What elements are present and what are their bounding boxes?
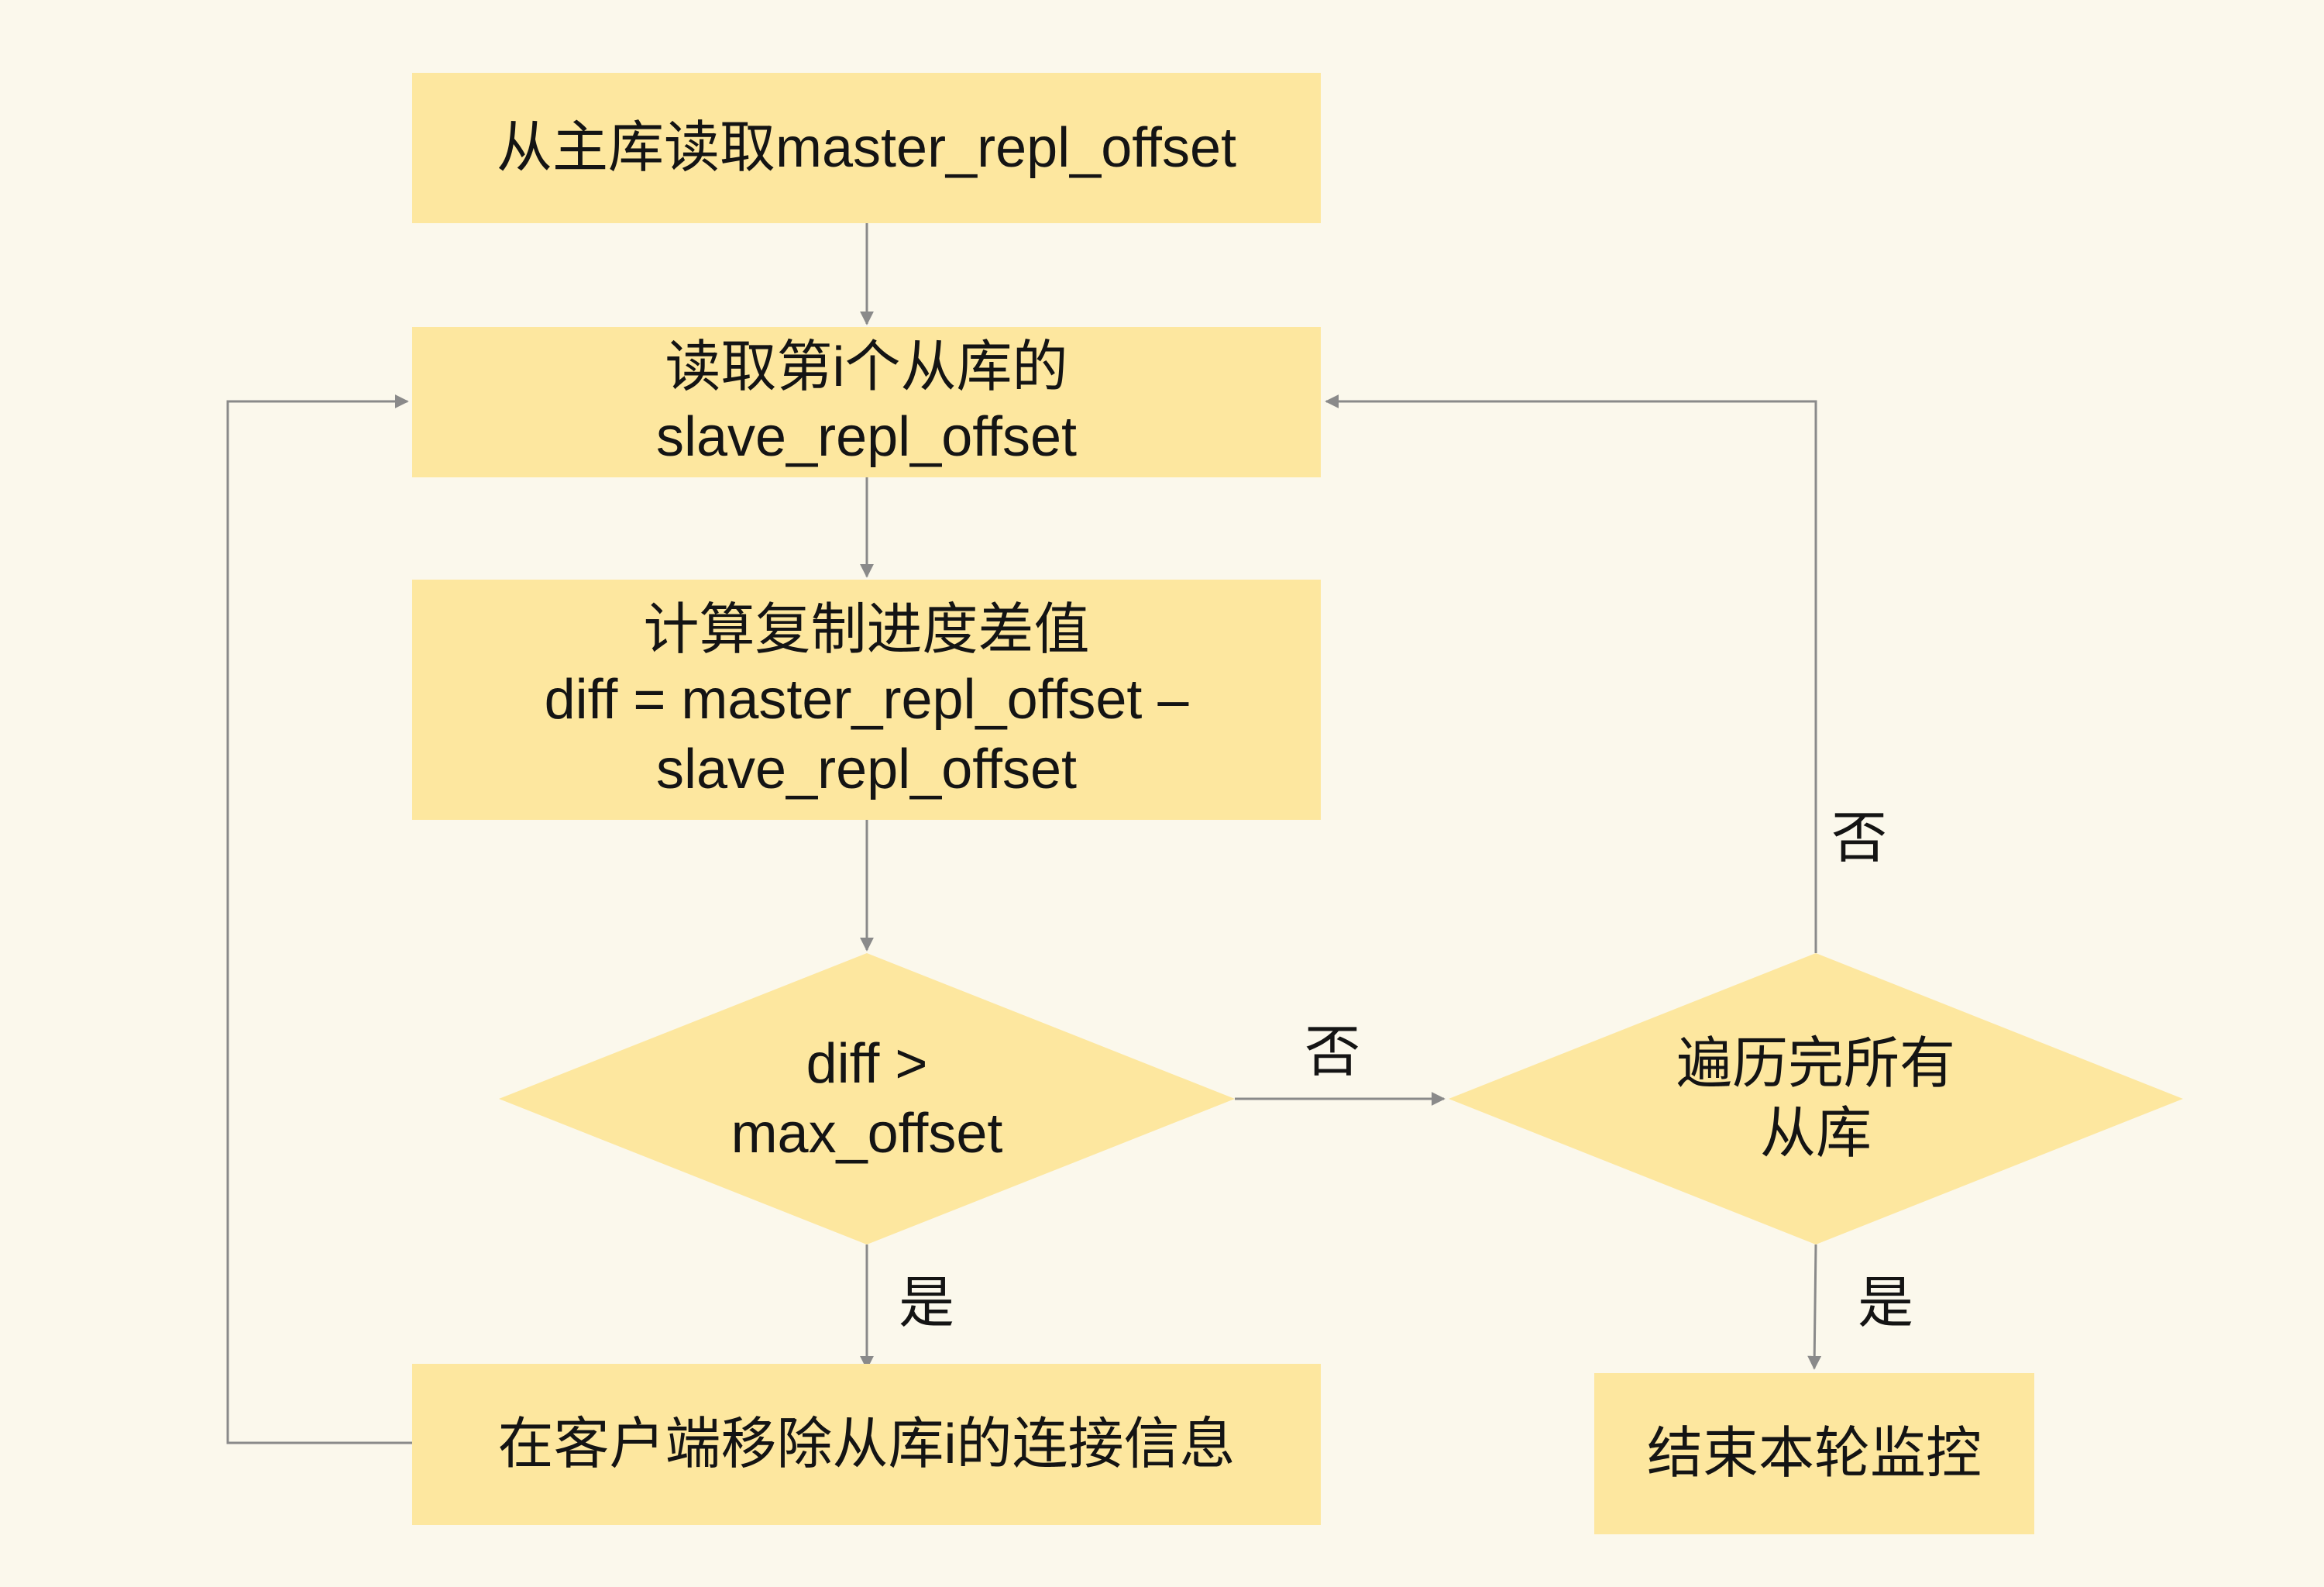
node-check-diff-line-1: diff >: [806, 1033, 928, 1095]
node-remove-slave: 在客户端移除从库i的连接信息: [412, 1364, 1321, 1525]
node-compute-diff: 计算复制进度差值 diff = master_repl_offset – sla…: [412, 580, 1321, 820]
node-check-all-line-2: 从库: [1759, 1103, 1872, 1165]
decision-diamond-diff: [499, 953, 1235, 1244]
edge-label-all-yes: 是: [1858, 1272, 1914, 1334]
arrow-remove-loop-back: [226, 394, 412, 1444]
node-compute-diff-line-3: slave_repl_offset: [655, 738, 1078, 800]
node-check-diff: diff > max_offset: [634, 998, 1099, 1200]
node-end-round-line-1: 结束本轮监控: [1646, 1423, 1982, 1485]
node-end-round: 结束本轮监控: [1594, 1373, 2034, 1534]
node-check-diff-line-2: max_offset: [731, 1103, 1003, 1165]
edge-label-diff-yes: 是: [899, 1272, 955, 1334]
arrow-check-all-no-loop-back: [1325, 394, 1817, 953]
node-compute-diff-line-1: 计算复制进度差值: [643, 599, 1090, 661]
node-read-slave: 读取第i个从库的 slave_repl_offset: [412, 327, 1321, 477]
node-read-master-line-1: 从主库读取master_repl_offset: [497, 117, 1236, 179]
node-compute-diff-line-2: diff = master_repl_offset –: [544, 669, 1189, 731]
arrow-check-all-yes-to-end: [1807, 1244, 1822, 1370]
node-read-master: 从主库读取master_repl_offset: [412, 73, 1321, 223]
edge-label-diff-no: 否: [1305, 1021, 1361, 1083]
node-check-all: 遍历完所有 从库: [1583, 998, 2048, 1200]
decision-diamond-all: [1449, 953, 2183, 1244]
edge-label-all-no: 否: [1831, 807, 1888, 869]
node-read-slave-line-1: 读取第i个从库的: [665, 336, 1068, 398]
node-remove-slave-line-1: 在客户端移除从库i的连接信息: [497, 1413, 1236, 1475]
node-read-slave-line-2: slave_repl_offset: [655, 406, 1078, 468]
node-check-all-line-1: 遍历完所有: [1676, 1033, 1955, 1095]
